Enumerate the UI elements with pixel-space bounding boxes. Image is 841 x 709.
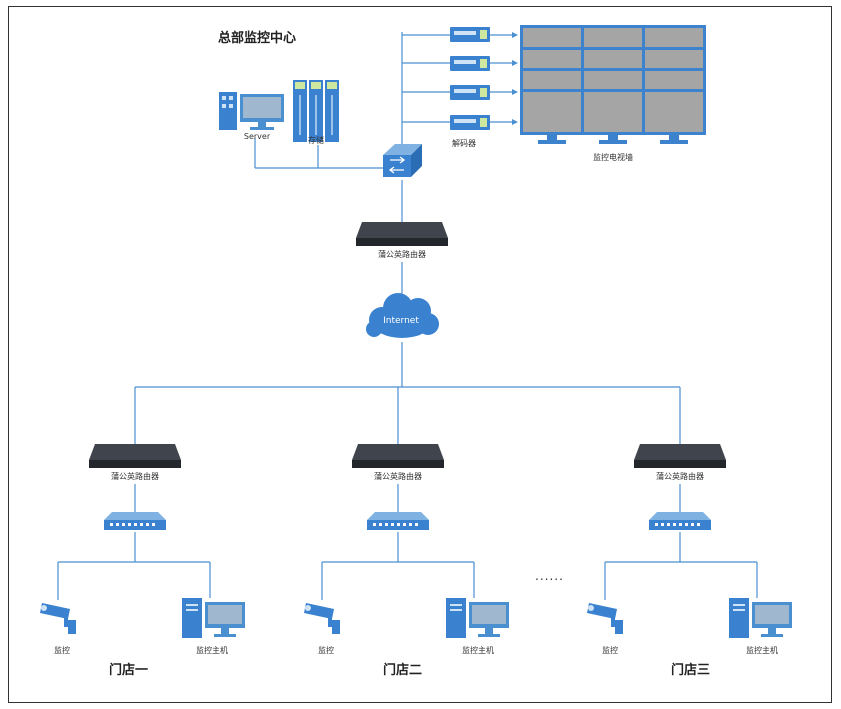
internet-cloud-icon (366, 293, 439, 338)
decoder-icon (450, 85, 490, 100)
video-wall-icon (520, 25, 706, 144)
arrow-heads (512, 32, 518, 125)
server-label: Server (243, 132, 271, 141)
store3-router-label: 蒲公英路由器 (656, 472, 704, 481)
decoder-label: 解码器 (452, 139, 476, 148)
store3-switch-icon (649, 512, 711, 530)
store1-camera-icon (40, 603, 76, 634)
store2-host-icon (446, 598, 509, 638)
store1-switch-icon (104, 512, 166, 530)
store2-router-icon (352, 444, 444, 468)
hq-switch-icon (383, 144, 422, 177)
store1-camera-label: 监控 (54, 646, 70, 655)
store1-host-icon (182, 598, 245, 638)
videowall-label: 监控电视墙 (593, 153, 633, 162)
store1-name: 门店一 (109, 663, 149, 678)
hq-router-label: 蒲公英路由器 (378, 250, 426, 259)
store2-switch-icon (367, 512, 429, 530)
decoders (450, 27, 490, 130)
store1-router-label: 蒲公英路由器 (111, 472, 159, 481)
store2-host-label: 监控主机 (462, 646, 494, 655)
store3-camera-label: 监控 (602, 646, 618, 655)
hq-title: 总部监控中心 (218, 31, 297, 46)
store2-camera-label: 监控 (318, 646, 334, 655)
decoder-icon (450, 27, 490, 42)
storage-icon (293, 80, 339, 142)
store3-host-label: 监控主机 (746, 646, 778, 655)
more-stores-ellipsis: ...... (535, 569, 564, 583)
connection-lines (57, 32, 758, 600)
store1-host-label: 监控主机 (196, 646, 228, 655)
store2-router-label: 蒲公英路由器 (374, 472, 422, 481)
store3-name: 门店三 (671, 663, 711, 678)
storage-label: 存储 (308, 136, 324, 145)
internet-label: Internet (383, 316, 419, 326)
store2-name: 门店二 (383, 663, 423, 678)
decoder-icon (450, 115, 490, 130)
store2-camera-icon (304, 603, 340, 634)
server-icon (219, 92, 284, 130)
store1-router-icon (89, 444, 181, 468)
store3-router-icon (634, 444, 726, 468)
store3-host-icon (729, 598, 792, 638)
store3-camera-icon (587, 603, 623, 634)
hq-router-icon (356, 222, 448, 246)
decoder-icon (450, 56, 490, 71)
